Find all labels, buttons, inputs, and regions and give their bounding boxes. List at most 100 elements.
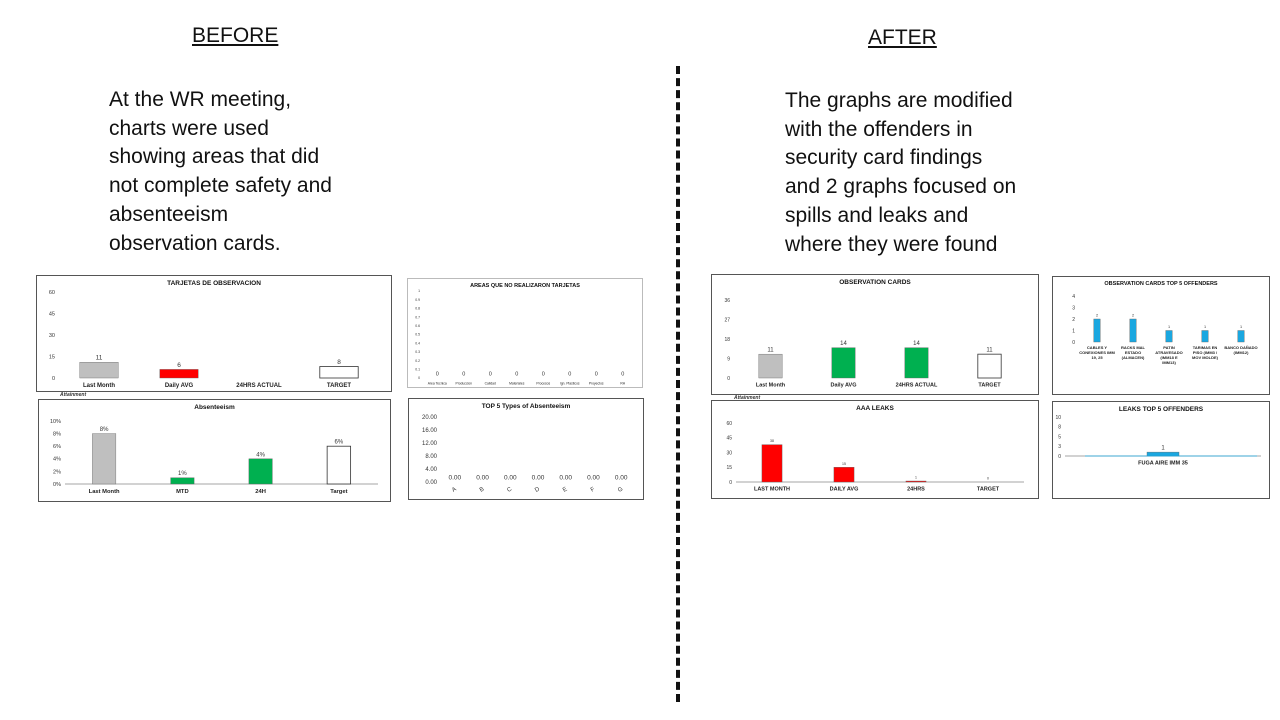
category-label: 24HRS ACTUAL: [236, 383, 282, 389]
category-label: Last Month: [756, 383, 786, 389]
data-label: 0: [595, 372, 598, 378]
after-heading: AFTER: [868, 26, 937, 49]
y-tick-label: 0.6: [415, 324, 420, 328]
y-tick-label: 0.00: [425, 480, 437, 486]
data-label: 2: [1132, 314, 1134, 318]
data-label: 0: [462, 372, 465, 378]
y-tick-label: 27: [724, 317, 730, 323]
chart-title: LEAKS TOP 5 OFFENDERS: [1118, 406, 1204, 413]
category-label: Materiales: [509, 381, 525, 385]
category-label: PISO (IMM3 /: [1193, 350, 1218, 355]
y-tick-label: 15: [726, 465, 732, 471]
data-label: 0: [568, 372, 571, 378]
bar: [1165, 330, 1173, 343]
bar: [977, 353, 1002, 379]
data-label: 0.00: [449, 475, 462, 482]
y-tick-label: 6%: [53, 444, 61, 450]
y-tick-label: 60: [726, 421, 732, 427]
before-line: absenteeism: [109, 202, 229, 226]
category-label: Procesos: [536, 381, 550, 385]
chart-title: TARJETAS DE OBSERVACION: [167, 280, 261, 287]
category-label: C: [506, 486, 513, 494]
category-label: Daily AVG: [831, 383, 857, 389]
category-label: MOV MOLDE): [1192, 355, 1219, 360]
y-tick-label: 0: [418, 376, 420, 380]
data-label: 0: [987, 477, 989, 481]
data-label: 1: [1168, 325, 1170, 329]
category-label: Proyectos: [589, 381, 604, 385]
y-tick-label: 8.00: [425, 454, 437, 460]
before-line: observation cards.: [109, 231, 281, 255]
y-tick-label: 9: [727, 356, 730, 362]
before-line: showing areas that did: [109, 145, 320, 169]
before-line: charts were used: [109, 116, 269, 140]
category-label: DAILY AVG: [830, 487, 859, 493]
data-label: 0: [621, 372, 624, 378]
category-label: CONEXIONES IMM: [1079, 350, 1115, 355]
y-tick-label: 36: [724, 298, 730, 304]
bar: [248, 458, 273, 485]
y-tick-label: 1: [1072, 328, 1075, 334]
data-label: 1%: [178, 471, 187, 477]
y-tick-label: 15: [49, 354, 55, 360]
category-label: G: [617, 486, 624, 494]
category-label: Area Tecnica: [428, 381, 447, 385]
category-label: ATRAVESADO: [1155, 350, 1182, 355]
after-attainment-note: Attainment: [734, 395, 761, 401]
data-label: 14: [913, 341, 920, 347]
chart-svg: 0%2%4%6%8%10%8%Last Month1%MTD4%24H6%Tar…: [50, 419, 378, 495]
category-label: TARGET: [977, 487, 1000, 493]
category-label: TARGET: [327, 383, 352, 389]
category-label: Calidad: [485, 381, 496, 385]
category-label: MTD: [176, 489, 189, 495]
category-label: TARIMAS EN: [1193, 345, 1218, 350]
category-label: 24H: [255, 489, 266, 495]
data-label: 1: [1161, 446, 1165, 452]
before-heading: BEFORE: [192, 24, 279, 47]
data-label: 1: [915, 476, 917, 480]
data-label: 0.00: [559, 475, 572, 482]
data-label: 38: [770, 439, 774, 443]
category-label: (IMM12): [1234, 350, 1250, 355]
bar: [159, 369, 199, 379]
bar: [831, 347, 856, 379]
y-tick-label: 0.2: [415, 359, 420, 363]
category-label: Last Month: [89, 489, 120, 495]
data-label: 0: [542, 372, 545, 378]
data-label: 1: [1240, 325, 1242, 329]
category-label: 19, 25: [1091, 355, 1103, 360]
category-label: 24HRS ACTUAL: [896, 383, 938, 389]
category-label: CABLES Y: [1087, 345, 1107, 350]
category-label: D: [534, 486, 541, 494]
category-label: (ALMACEN): [1122, 355, 1145, 360]
y-tick-label: 60: [49, 290, 55, 296]
y-tick-label: 1: [418, 289, 420, 293]
chart-title: OBSERVATION CARDS TOP 5 OFFENDERS: [1104, 281, 1218, 287]
chart-title: OBSERVATION CARDS: [839, 279, 911, 286]
y-tick-label: 0: [1058, 454, 1061, 460]
y-tick-label: 0: [727, 376, 730, 382]
data-label: 6: [177, 362, 181, 369]
category-label: F: [590, 486, 596, 493]
bar: [1129, 318, 1137, 343]
bar: [326, 445, 352, 485]
y-tick-label: 0.7: [415, 315, 420, 319]
y-tick-label: 0: [52, 376, 55, 382]
category-label: TARGET: [978, 383, 1001, 389]
before-line: not complete safety and: [109, 174, 332, 198]
data-label: 0.00: [476, 475, 489, 482]
category-label: (IMM18 E: [1160, 355, 1178, 360]
data-label: 11: [767, 348, 774, 354]
y-tick-label: 2: [1072, 317, 1075, 323]
y-tick-label: 4.00: [425, 467, 437, 473]
after-line: with the offenders in: [785, 117, 973, 141]
data-label: 15: [842, 462, 846, 466]
y-tick-label: 8%: [53, 432, 61, 438]
